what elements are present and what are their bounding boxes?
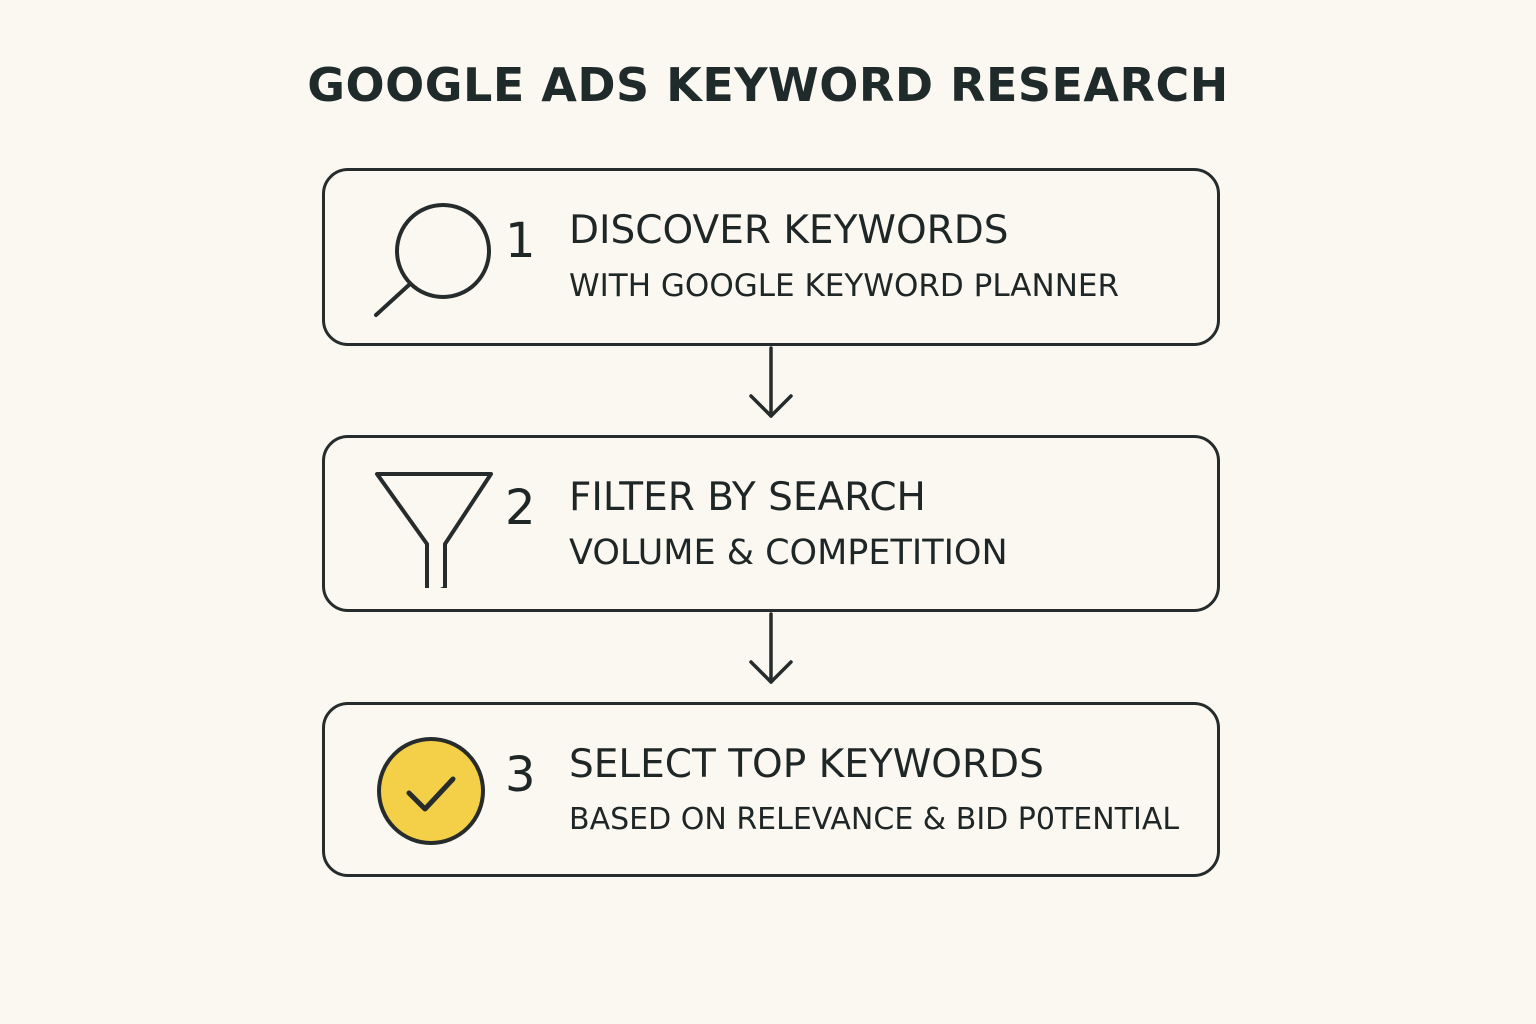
step-3-box: 3 SELECT TOP KEYWORDS BASED ON RELEVANCE…	[322, 702, 1220, 877]
step-1-box: 1 DISCOVER KEYWORDS WITH GOOGLE KEYWORD …	[322, 168, 1220, 346]
step-2-title: FILTER BY SEARCH	[569, 475, 926, 520]
step-2-box: 2 FILTER BY SEARCH VOLUME & COMPETITION	[322, 435, 1220, 612]
step-3-subtitle: BASED ON RELEVANCE & BID P0TENTIAL	[569, 802, 1180, 837]
funnel-icon	[373, 468, 493, 588]
step-1-title: DISCOVER KEYWORDS	[569, 208, 1009, 253]
diagram-title: GOOGLE ADS KEYWORD RESEARCH	[307, 58, 1229, 112]
down-arrow-icon	[746, 346, 796, 422]
step-1-subtitle: WITH GOOGLE KEYWORD PLANNER	[569, 268, 1120, 304]
magnifier-icon	[373, 201, 493, 321]
step-3-number: 3	[505, 747, 536, 803]
down-arrow-icon	[746, 612, 796, 688]
step-3-title: SELECT TOP KEYWORDS	[569, 742, 1044, 787]
step-2-subtitle: VOLUME & COMPETITION	[569, 533, 1008, 573]
check-circle-icon	[373, 735, 493, 855]
step-2-number: 2	[505, 480, 536, 536]
step-1-number: 1	[505, 213, 536, 269]
